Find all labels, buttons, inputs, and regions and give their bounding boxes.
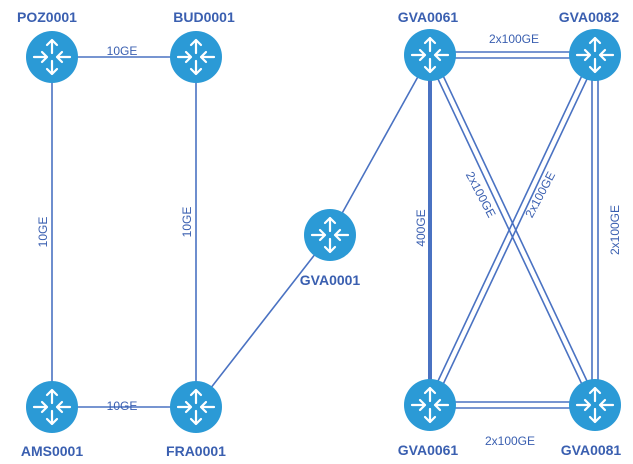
router-body xyxy=(569,29,621,81)
node-ams[interactable]: AMS0001 xyxy=(21,381,83,459)
router-icon xyxy=(569,29,621,81)
node-label: BUD0001 xyxy=(173,9,235,25)
router-body xyxy=(404,379,456,431)
link-line xyxy=(431,53,599,405)
node-label: GVA0081 xyxy=(561,442,622,458)
router-icon xyxy=(26,381,78,433)
link-line xyxy=(195,234,331,408)
node-label: FRA0001 xyxy=(166,443,226,459)
router-body xyxy=(26,31,78,83)
node-label: GVA0061 xyxy=(398,9,459,25)
link-line xyxy=(431,55,599,407)
link-label: 10GE xyxy=(107,44,138,58)
link-gva61b-gva81 xyxy=(430,401,595,409)
link-fra-gva1 xyxy=(195,234,331,408)
router-body xyxy=(304,209,356,261)
router-icon xyxy=(26,31,78,83)
node-gva61b[interactable]: GVA0061 xyxy=(398,379,459,458)
link-label: 2x100GE xyxy=(485,434,535,448)
node-label: GVA0001 xyxy=(300,272,361,288)
link-label: 10GE xyxy=(180,207,194,238)
router-icon xyxy=(304,209,356,261)
node-gva82[interactable]: GVA0082 xyxy=(559,9,621,81)
link-gva82-gva81 xyxy=(591,55,599,405)
router-body xyxy=(569,379,621,431)
link-line xyxy=(426,55,594,407)
link-gva61t-gva82 xyxy=(430,51,595,59)
router-icon xyxy=(170,381,222,433)
link-gva61t-gva81 xyxy=(426,53,599,407)
link-label: 2x100GE xyxy=(608,205,622,255)
link-label: 400GE xyxy=(414,209,428,246)
link-line xyxy=(329,54,431,236)
link-label: 10GE xyxy=(36,217,50,248)
router-icon xyxy=(404,29,456,81)
link-gva1-gva61t xyxy=(329,54,431,236)
link-line xyxy=(426,53,594,405)
router-icon xyxy=(569,379,621,431)
node-gva61t[interactable]: GVA0061 xyxy=(398,9,459,81)
router-icon xyxy=(170,31,222,83)
link-label: 2x100GE xyxy=(489,32,539,46)
node-gva1[interactable]: GVA0001 xyxy=(300,209,361,288)
node-label: AMS0001 xyxy=(21,443,83,459)
router-body xyxy=(26,381,78,433)
node-label: POZ0001 xyxy=(17,9,77,25)
node-gva81[interactable]: GVA0081 xyxy=(561,379,622,458)
router-body xyxy=(404,29,456,81)
link-gva82-gva61b xyxy=(426,53,599,407)
node-fra[interactable]: FRA0001 xyxy=(166,381,226,459)
node-poz[interactable]: POZ0001 xyxy=(17,9,78,83)
link-label: 10GE xyxy=(107,399,138,413)
node-bud[interactable]: BUD0001 xyxy=(170,9,235,83)
router-icon xyxy=(404,379,456,431)
router-body xyxy=(170,381,222,433)
links-layer xyxy=(51,51,599,409)
node-label: GVA0061 xyxy=(398,442,459,458)
node-label: GVA0082 xyxy=(559,9,620,25)
router-body xyxy=(170,31,222,83)
